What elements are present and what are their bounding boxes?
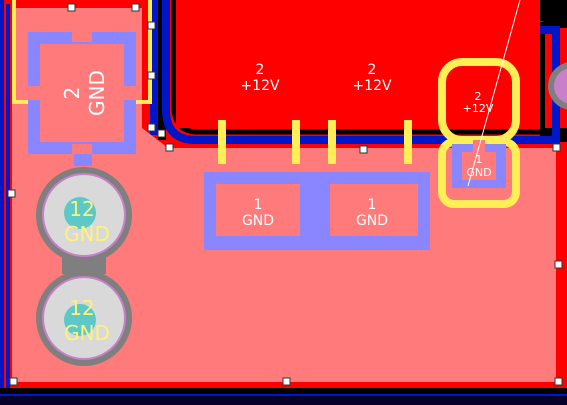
connector-pad-1-inner xyxy=(462,152,496,180)
hole-label: 12 xyxy=(69,197,94,221)
hole-label: GND xyxy=(64,321,110,345)
pad-number: 1 xyxy=(476,153,483,166)
bottom-copper-fill[interactable] xyxy=(12,8,556,382)
pad-net: +12V xyxy=(352,78,392,94)
handle xyxy=(554,377,563,386)
handle xyxy=(147,21,156,30)
net-outline xyxy=(162,0,560,144)
pad-gap xyxy=(28,86,40,100)
handle xyxy=(552,143,561,152)
pin-lead xyxy=(404,120,412,164)
via-ring xyxy=(554,68,567,104)
pad-gap xyxy=(124,86,136,100)
top-left-pad[interactable] xyxy=(40,44,124,142)
hole-label: 12 xyxy=(69,296,94,320)
handle xyxy=(131,3,140,12)
handle xyxy=(147,123,156,132)
hole-label: GND xyxy=(64,222,110,246)
board-bottom-edge xyxy=(0,388,567,394)
pad-label: GND xyxy=(85,70,109,116)
pad-gap xyxy=(72,28,92,42)
handle xyxy=(554,260,563,269)
handle xyxy=(147,71,156,80)
hole-bridge xyxy=(62,258,106,274)
pad-number: 1 xyxy=(368,197,377,213)
pin-lead xyxy=(328,120,336,164)
pad-number: 1 xyxy=(254,197,263,213)
pad-number: 2 xyxy=(256,62,265,78)
selection-handles[interactable] xyxy=(7,3,563,386)
pin-lead xyxy=(292,120,300,164)
handle xyxy=(157,129,166,138)
handle xyxy=(282,377,291,386)
pad-net: +12V xyxy=(240,78,280,94)
handle xyxy=(9,377,18,386)
handle xyxy=(67,3,76,12)
copper-clearance-edge xyxy=(150,0,158,135)
ldo-bar xyxy=(262,236,374,250)
ldo-center-bar xyxy=(300,184,330,240)
handle xyxy=(165,143,174,152)
pad-neck xyxy=(74,154,92,166)
handle xyxy=(359,145,368,154)
pad-label: 2 xyxy=(60,87,84,100)
pad-number: 2 xyxy=(368,62,377,78)
handle xyxy=(7,189,16,198)
ldo-bar xyxy=(262,172,374,184)
ratsnest-line xyxy=(467,0,521,187)
pad-net: GND xyxy=(356,213,388,229)
pin-lead xyxy=(218,120,226,164)
pad-number: 2 xyxy=(475,90,482,103)
drill-hole xyxy=(64,304,96,336)
drill-hole xyxy=(64,197,96,229)
silkscreen-outline xyxy=(12,0,152,104)
pad-net: +12V xyxy=(463,102,494,115)
pad-net: GND xyxy=(242,213,274,229)
